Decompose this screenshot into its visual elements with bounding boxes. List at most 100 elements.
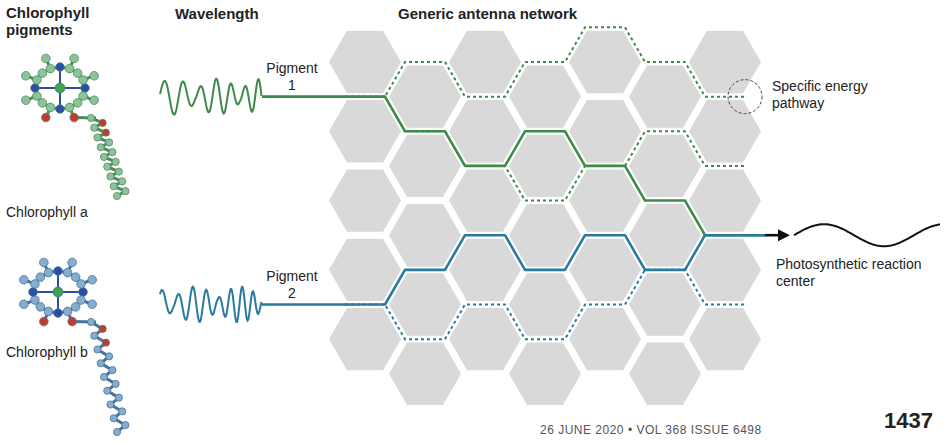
hexagon [569,308,641,370]
hexagon [569,100,641,162]
atom [40,317,49,326]
atom [65,64,74,73]
atom [104,387,111,394]
atom [63,307,72,316]
hexagon [509,273,581,335]
atom [20,275,29,284]
hexagon [449,169,521,231]
atom [36,273,45,282]
atom [91,124,98,131]
atom [33,92,42,101]
alternative-pathway [345,270,745,339]
molecule-label: Chlorophyll b [6,344,126,361]
hexagon [329,239,401,301]
hexagon [689,169,761,231]
column-heading: Chlorophyll pigments [6,4,106,38]
atom [22,71,31,80]
hexagon [569,169,641,231]
bonds [26,58,126,196]
atom [104,163,111,170]
atom [119,408,126,415]
atom [20,300,29,309]
atom [107,401,114,408]
light-wave [160,287,262,322]
hexagon [329,100,401,162]
atom [65,103,74,112]
hexagon [509,135,581,197]
atom [107,173,114,180]
atom [90,71,99,80]
atom [70,113,79,122]
atom [91,332,98,339]
atom [102,129,109,136]
molecule-label: Chlorophyll a [6,204,126,221]
atom [113,428,120,435]
hexagon [689,308,761,370]
hexagon [389,135,461,197]
energy-pathway [262,97,765,236]
hexagon [449,31,521,93]
atom [29,288,38,297]
callout-circle [728,80,762,114]
atom [115,394,122,401]
hexagon [449,100,521,162]
atom [79,76,88,85]
hexagon [689,31,761,93]
atom [73,99,82,108]
atom [109,367,116,374]
atom [44,268,53,277]
atom [46,103,55,112]
atom [90,96,99,105]
arrowhead [778,229,790,241]
hexagon [329,31,401,93]
alternative-pathway [345,97,745,201]
hexagon [629,135,701,197]
atom [42,54,51,63]
atom [87,318,94,325]
footer-text: 26 JUNE 2020 • VOL 368 ISSUE 6498 [540,422,840,439]
magnesium-atom [55,83,65,93]
atom [56,105,65,114]
column-heading: Generic antenna network [398,5,658,22]
atom [31,84,40,93]
hexagon [449,308,521,370]
atom [79,288,88,297]
atom [63,268,72,277]
atom [94,346,101,353]
atom [109,149,116,156]
phytol-tail [91,118,125,196]
atom [70,54,79,63]
hexagon [329,308,401,370]
atom [42,113,51,122]
atom [122,422,129,429]
atom [68,258,77,267]
atom [71,303,80,312]
atom [106,353,113,360]
atom [40,258,49,267]
phytol-tail [91,322,125,432]
hexagon [389,66,461,128]
atom [122,188,129,195]
atom [88,300,97,309]
atom [100,373,107,380]
pigment-label: Pigment 2 [262,268,322,302]
atom [94,134,101,141]
atom [112,158,119,165]
atom [31,296,40,305]
atom [22,96,31,105]
atom [119,178,126,185]
atom [106,139,113,146]
atom [100,153,107,160]
reaction-center-wave [794,224,940,246]
hexagon [689,100,761,162]
column-heading: Wavelength [175,5,295,22]
atom [87,114,94,121]
hexagon [569,31,641,93]
reaction-center-label: Photosynthetic reaction center [776,256,926,290]
atom [81,84,90,93]
atom [110,415,117,422]
hexagon [509,204,581,266]
hexagon [629,204,701,266]
